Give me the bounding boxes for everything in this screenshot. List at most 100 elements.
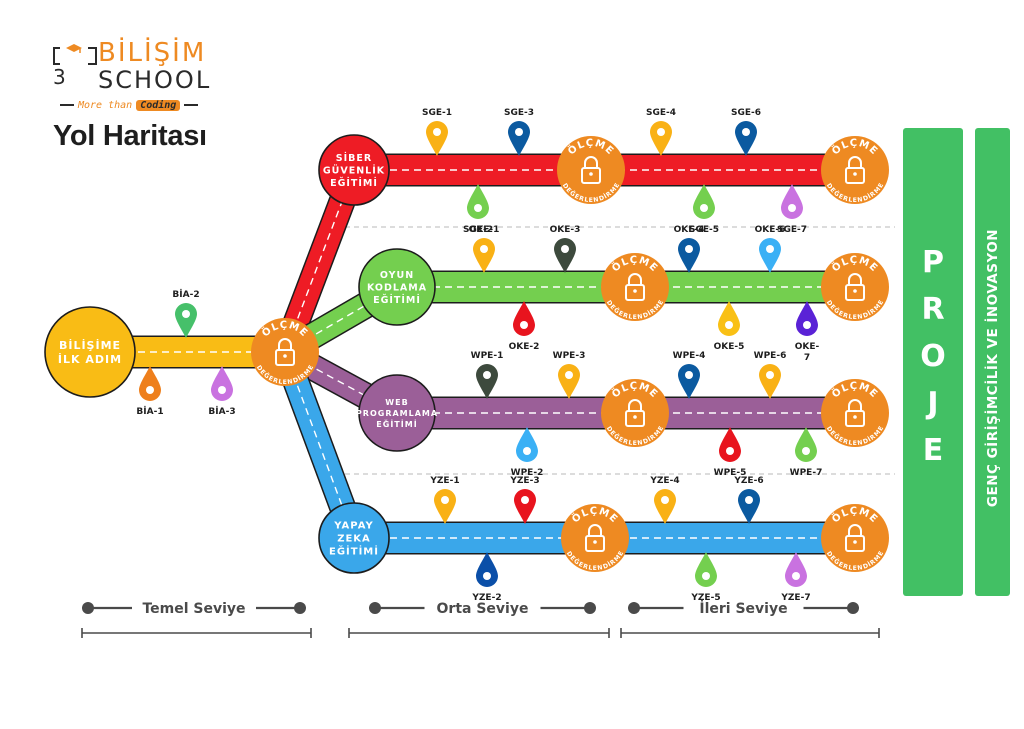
brand-logo[interactable]: 3 BİLİŞİM SCHOOL More than Coding	[52, 38, 232, 118]
pin-marker-icon	[175, 303, 197, 338]
padlock-keyhole	[633, 415, 637, 419]
milestone-pin[interactable]: WPE-2	[511, 427, 544, 478]
level-label: Orta Seviye	[437, 601, 529, 617]
milestone-pin[interactable]: YZE-4	[649, 476, 680, 524]
milestone-pin[interactable]: SGE-1	[422, 108, 452, 156]
padlock-body	[845, 284, 865, 301]
pin-label: SGE-2	[463, 225, 493, 235]
milestone-pin[interactable]: WPE-1	[471, 351, 504, 399]
milestone-pin[interactable]: BİA-1	[136, 366, 164, 417]
level-label: İleri Seviye	[699, 600, 787, 617]
pin-label: BİA-2	[172, 289, 199, 300]
padlock-shackle	[628, 273, 642, 285]
milestone-pin[interactable]: OKE-5	[714, 301, 745, 352]
brand-tagline: More than Coding	[60, 98, 232, 112]
node-label-line: PROGRAMLAMA	[356, 409, 438, 418]
milestone-pin[interactable]: OKE-1	[469, 225, 500, 273]
milestone-pin[interactable]: BİA-3	[208, 366, 236, 417]
panel-entrepreneurship[interactable]: GENÇ GİRİŞİMCİLİK VE İNOVASYON	[975, 128, 1010, 596]
road-centerline	[284, 351, 355, 539]
padlock-keyhole	[633, 289, 637, 293]
padlock-shackle	[278, 338, 292, 350]
pin-label: YZE-7	[780, 593, 810, 603]
pin-hole	[792, 572, 800, 580]
padlock-shackle	[628, 399, 642, 411]
node-circle	[318, 502, 390, 574]
badge-circle	[601, 253, 669, 321]
badge-circle	[821, 136, 889, 204]
level-indicator: Temel Seviye	[81, 601, 312, 638]
pin-hole	[146, 386, 154, 394]
pin-marker-icon	[738, 489, 760, 524]
padlock-icon	[625, 273, 645, 301]
pin-label: BİA-1	[136, 406, 163, 417]
pin-marker-icon	[693, 184, 715, 219]
pin-label: OKE-2	[509, 342, 540, 352]
milestone-pin[interactable]: SGE-4	[646, 108, 676, 156]
milestone-pin[interactable]: SGE-2	[463, 184, 493, 235]
pin-hole	[700, 204, 708, 212]
pin-hole	[766, 245, 774, 253]
badge-circle	[821, 504, 889, 572]
pin-marker-icon	[785, 552, 807, 587]
milestone-pin[interactable]: OKE-3	[550, 225, 581, 273]
pin-marker-icon	[434, 489, 456, 524]
milestone-pin[interactable]: WPE-5	[714, 427, 747, 478]
milestone-pin[interactable]: SGE-7	[777, 184, 807, 235]
milestone-pin[interactable]: SGE-3	[504, 108, 534, 156]
padlock-icon	[845, 524, 865, 552]
pin-label: OKE-5	[714, 342, 745, 352]
milestone-pin[interactable]: SGE-5	[689, 184, 719, 235]
milestone-pin[interactable]: SGE-6	[731, 108, 761, 156]
milestone-pin[interactable]: YZE-2	[471, 552, 502, 603]
milestone-pin[interactable]: BİA-2	[172, 289, 200, 338]
padlock-keyhole	[283, 354, 287, 358]
pin-marker-icon	[650, 121, 672, 156]
padlock-keyhole	[853, 540, 857, 544]
milestone-pin[interactable]: WPE-4	[673, 351, 706, 399]
pin-label: YZE-1	[429, 476, 459, 486]
milestone-pin[interactable]: YZE-1	[429, 476, 460, 524]
panel-proje-letter: O	[920, 339, 946, 374]
milestone-pin[interactable]: YZE-3	[509, 476, 540, 524]
pin-label: OKE-6	[755, 225, 786, 235]
milestone-pin[interactable]: YZE-7	[780, 552, 811, 603]
pin-label: OKE-3	[550, 225, 581, 235]
node-label-line: KODLAMA	[367, 282, 427, 293]
node-label-line: WEB	[385, 398, 408, 407]
panel-proje-letter: E	[923, 433, 944, 468]
milestone-pin[interactable]: OKE-6	[755, 225, 786, 273]
milestone-pin[interactable]: OKE-7	[795, 301, 820, 363]
milestone-pin[interactable]: YZE-5	[690, 552, 721, 603]
milestone-pin[interactable]: WPE-6	[754, 351, 787, 399]
milestone-pin[interactable]: OKE-4	[674, 225, 705, 273]
pin-label: OKE-	[795, 342, 820, 352]
milestone-pin[interactable]: WPE-7	[790, 427, 823, 478]
padlock-shackle	[848, 156, 862, 168]
pin-hole	[441, 496, 449, 504]
milestone-pin[interactable]: YZE-6	[733, 476, 764, 524]
level-dot-start	[369, 602, 381, 614]
milestone-pin[interactable]: WPE-3	[553, 351, 586, 399]
level-dot-start	[628, 602, 640, 614]
node-label-line: OYUN	[380, 270, 414, 281]
brand-name-bottom: SCHOOL	[98, 66, 212, 94]
milestone-pin[interactable]: OKE-2	[509, 301, 540, 352]
node-label-line: İLK ADIM	[58, 352, 122, 366]
